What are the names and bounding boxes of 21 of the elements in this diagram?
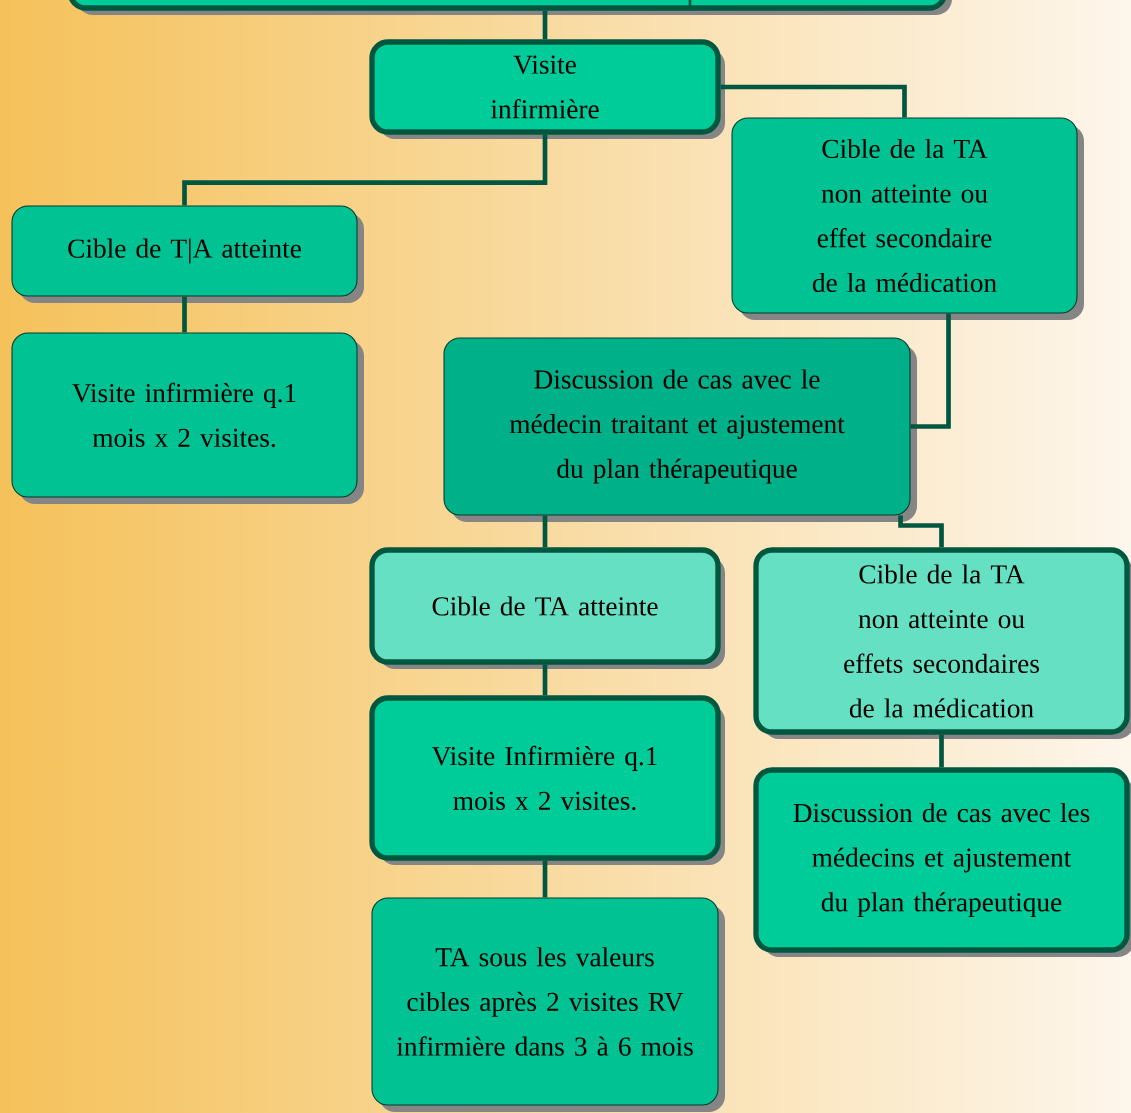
process-box: Visite Infirmière q.1 mois x 2 visites. bbox=[369, 695, 725, 865]
process-box: Discussion de cas avec le médecin traitant et ajustement du plan thérapeutique bbox=[443, 337, 917, 522]
process-box: TA sous les valeurs cibles après 2 visites RV infirmière dans 3 à 6 mois bbox=[371, 897, 725, 1112]
process-box: Visite infirmière bbox=[369, 39, 725, 139]
connector bbox=[910, 313, 951, 429]
connector bbox=[720, 84, 907, 118]
connector bbox=[542, 860, 548, 898]
connector bbox=[182, 296, 187, 333]
process-box: Cible de la TA non atteinte ou effets secondaires de la médication bbox=[753, 547, 1131, 739]
connector bbox=[939, 734, 944, 768]
connector bbox=[182, 134, 548, 206]
connector bbox=[898, 515, 944, 548]
process-box: Visite infirmière q.1 mois x 2 visites. bbox=[11, 332, 364, 504]
process-box: Cible de T|A atteinte bbox=[11, 205, 364, 303]
empty-box bbox=[67, 0, 952, 15]
process-box: Cible de la TA non atteinte ou effet secondaire de la médication bbox=[731, 117, 1084, 320]
process-box: Cible de TA atteinte bbox=[369, 547, 725, 669]
connector bbox=[542, 664, 548, 696]
connector bbox=[542, 10, 548, 40]
connector bbox=[542, 515, 548, 548]
process-box: Discussion de cas avec les médecins et ajustement du plan thérapeutique bbox=[753, 767, 1131, 957]
